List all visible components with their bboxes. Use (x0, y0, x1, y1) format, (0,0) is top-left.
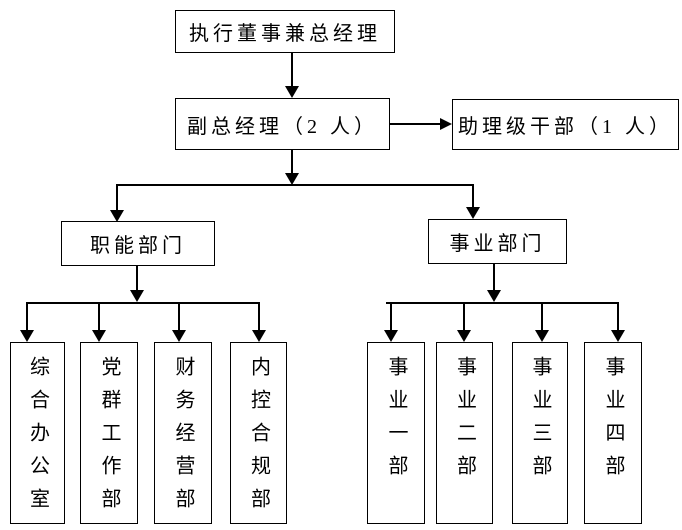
edge-hbar-to-functional-arrowhead (110, 210, 124, 222)
edge-deputy-to-assistant-arrowhead (440, 118, 452, 130)
edge-functional-drop-3-arrowhead (172, 330, 186, 342)
edge-level2-hbar (116, 184, 474, 186)
node-deputy-general-manager: 副总经理（2 人） (175, 98, 390, 150)
edge-functional-hbar (26, 302, 260, 304)
node-business-division-3: 事业三部 (512, 342, 568, 524)
edge-deputy-trunk-line (291, 150, 293, 173)
edge-functional-trunk-line (136, 266, 138, 290)
node-label: 财务经营部 (172, 356, 194, 521)
edge-business-drop-4-arrowhead (611, 330, 625, 342)
node-label: 事业四部 (602, 356, 624, 488)
node-label: 助理级干部（1 人） (458, 116, 673, 138)
edge-business-drop-4-line (617, 304, 619, 330)
node-label: 执行董事兼总经理 (189, 23, 381, 45)
edge-functional-drop-2-line (98, 304, 100, 330)
edge-deputy-trunk-arrowhead (285, 173, 299, 185)
node-functional-departments: 职能部门 (61, 221, 215, 266)
edge-functional-drop-3-line (178, 304, 180, 330)
edge-exec-to-deputy-arrowhead (285, 86, 299, 98)
node-assistant-level-cadre: 助理级干部（1 人） (452, 99, 679, 150)
edge-business-trunk-arrowhead (487, 290, 501, 302)
node-label: 职能部门 (90, 235, 186, 257)
edge-hbar-to-business-arrowhead (466, 207, 480, 219)
edge-exec-to-deputy-line (291, 52, 293, 86)
edge-functional-trunk-arrowhead (130, 290, 144, 302)
edge-business-drop-3-line (541, 304, 543, 330)
node-label: 综合办公室 (26, 356, 49, 521)
node-label: 事业部门 (449, 233, 546, 255)
node-finance-operations-dept: 财务经营部 (154, 342, 212, 524)
edge-business-drop-3-arrowhead (535, 330, 549, 342)
node-general-office: 综合办公室 (10, 342, 65, 524)
node-label: 党群工作部 (98, 356, 120, 521)
edge-functional-drop-4-line (258, 304, 260, 330)
node-business-departments: 事业部门 (428, 219, 567, 264)
edge-business-drop-1-line (390, 304, 392, 330)
node-party-mass-work-dept: 党群工作部 (80, 342, 138, 524)
edge-business-trunk-line (493, 264, 495, 290)
node-executive-director-gm: 执行董事兼总经理 (175, 10, 395, 53)
node-label: 事业三部 (529, 356, 551, 488)
edge-functional-drop-4-arrowhead (252, 330, 266, 342)
edge-hbar-to-functional-line (116, 186, 118, 210)
node-internal-control-compliance-dept: 内控合规部 (230, 342, 287, 524)
node-label: 内控合规部 (247, 356, 270, 521)
node-business-division-4: 事业四部 (584, 342, 642, 524)
edge-business-drop-1-arrowhead (384, 330, 398, 342)
node-label: 事业二部 (453, 356, 476, 488)
edge-deputy-to-assistant-line (390, 123, 440, 125)
node-label: 副总经理（2 人） (187, 115, 378, 138)
edge-hbar-to-business-line (472, 186, 474, 207)
node-business-division-1: 事业一部 (367, 342, 425, 524)
node-label: 事业一部 (385, 356, 407, 488)
edge-functional-drop-1-line (26, 304, 28, 330)
edge-business-drop-2-line (463, 304, 465, 330)
edge-business-drop-2-arrowhead (457, 330, 471, 342)
edge-business-hbar (386, 302, 619, 304)
node-business-division-2: 事业二部 (436, 342, 493, 524)
edge-functional-drop-2-arrowhead (92, 330, 106, 342)
edge-functional-drop-1-arrowhead (20, 330, 34, 342)
